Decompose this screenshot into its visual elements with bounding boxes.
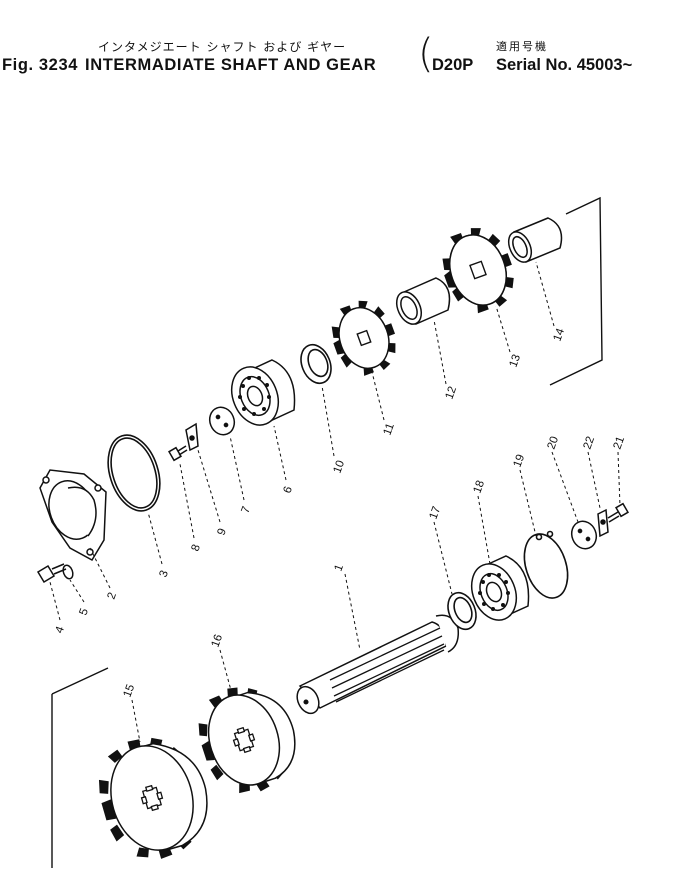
- part-3-o-ring: [107, 434, 161, 512]
- part-12-sleeve: [395, 277, 451, 326]
- part-7-plate: [208, 406, 236, 436]
- part-label-4: 4: [54, 624, 68, 635]
- part-label-8: 8: [190, 543, 203, 553]
- part-label-13: 13: [508, 353, 524, 369]
- part-label-22: 22: [582, 435, 598, 451]
- japanese-title: インタメジエート シャフト および ギヤー: [98, 40, 347, 54]
- part-label-20: 20: [546, 435, 562, 451]
- figure-number: Fig. 3234: [2, 56, 79, 74]
- part-labels: 1 2 3 4 5 6 7 8 9 10 11 12 13 14 15 16 1…: [54, 326, 628, 699]
- part-label-7: 7: [240, 505, 253, 515]
- header: インタメジエート シャフト および ギヤー 適用号機 Fig. 3234 INTE…: [0, 0, 678, 90]
- part-label-21: 21: [612, 435, 628, 451]
- part-9-lock-plate: [185, 422, 199, 452]
- japanese-applicable-label: 適用号機: [496, 40, 548, 53]
- part-label-12: 12: [444, 385, 460, 401]
- part-6-bearing: [230, 359, 296, 426]
- part-10-ring: [300, 343, 332, 385]
- model-code: D20P: [432, 56, 474, 74]
- part-label-11: 11: [382, 422, 397, 437]
- serial-number: Serial No. 45003~: [496, 56, 633, 74]
- part-17-spacer: [447, 591, 477, 631]
- part-21-bolt: [607, 502, 629, 523]
- part-14-sleeve: [507, 217, 563, 263]
- part-20-plate: [570, 520, 598, 550]
- part-label-19: 19: [512, 453, 528, 469]
- part-11-gear: [331, 300, 396, 376]
- part-13-gear: [442, 228, 514, 314]
- part-label-10: 10: [332, 459, 348, 475]
- part-22-lock-plate: [597, 508, 609, 538]
- part-label-5: 5: [78, 607, 91, 617]
- part-label-15: 15: [122, 683, 138, 699]
- part-label-3: 3: [158, 569, 171, 579]
- figure-title: Fig. 3234 INTERMADIATE SHAFT AND GEAR: [2, 56, 383, 75]
- part-18-bearing: [470, 555, 530, 621]
- part-5-washer: [62, 564, 74, 580]
- part-2-cover: [39, 469, 107, 562]
- part-label-6: 6: [282, 485, 295, 495]
- leader-lines: [49, 261, 621, 743]
- part-8-bolt: [168, 445, 188, 462]
- part-16-gear: [198, 687, 296, 794]
- part-label-1: 1: [333, 563, 346, 573]
- part-label-18: 18: [472, 479, 488, 495]
- open-parenthesis: (: [418, 31, 434, 77]
- bracket-upper: [549, 196, 603, 386]
- part-label-14: 14: [552, 326, 568, 343]
- part-label-2: 2: [106, 591, 119, 601]
- part-4-bolt: [36, 563, 67, 584]
- part-label-9: 9: [216, 527, 229, 537]
- bracket-lower: [51, 667, 109, 868]
- part-label-17: 17: [428, 505, 444, 521]
- part-label-16: 16: [210, 633, 226, 649]
- part-15-large-gear: [98, 737, 208, 859]
- part-1-splined-shaft: [296, 614, 460, 715]
- title-text: INTERMADIATE SHAFT AND GEAR: [85, 56, 377, 74]
